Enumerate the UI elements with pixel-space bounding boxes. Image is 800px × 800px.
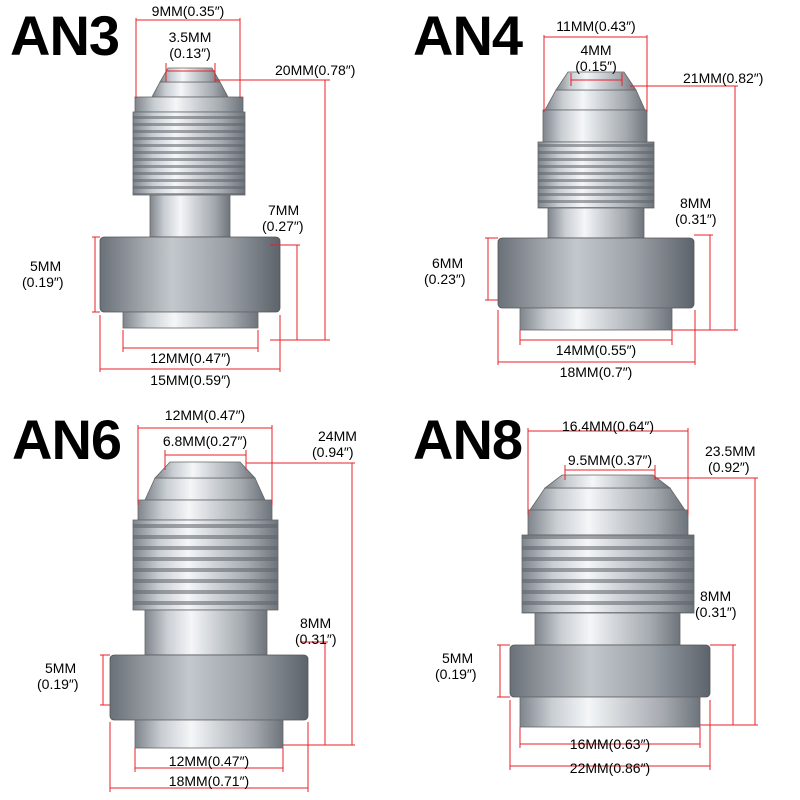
an4-flange-thickness-inch: (0.23″) xyxy=(424,271,466,287)
an3-tip-diameter-inch: (0.13″) xyxy=(169,45,211,61)
an3-lower-length: 7MM xyxy=(268,202,300,218)
an8-dimension-lines xyxy=(497,428,758,770)
an4-tip-diameter-inch: (0.15″) xyxy=(575,58,617,74)
an6-title: AN6 xyxy=(12,408,122,471)
an8-flange-diameter: 22MM(0.86″) xyxy=(569,760,651,776)
an6-flange-diameter: 18MM(0.71″) xyxy=(168,773,250,789)
an8-flange-thickness: 5MM xyxy=(442,650,474,666)
an3-flange-diameter: 15MM(0.59″) xyxy=(150,372,231,388)
an6-flange-thickness-inch: (0.19″) xyxy=(37,676,79,692)
an3-tip-diameter: 3.5MM xyxy=(168,29,212,45)
an3-overall-height: 20MM(0.78″) xyxy=(275,62,356,78)
an6-overall-height-inch: (0.94″) xyxy=(312,444,354,460)
an8-base-diameter: 16MM(0.63″) xyxy=(569,736,651,752)
an4-flange-diameter: 18MM(0.7″) xyxy=(559,364,633,380)
an3-fitting-illustration xyxy=(99,67,281,329)
an8-overall-height: 23.5MM xyxy=(705,443,756,459)
an3-flange-thickness: 5MM xyxy=(30,258,62,274)
an3-title: AN3 xyxy=(10,4,120,67)
an4-tip-diameter: 4MM xyxy=(580,42,612,58)
an8-lower-length-inch: (0.31″) xyxy=(695,604,737,620)
an6-flange-thickness: 5MM xyxy=(45,660,77,676)
an3-base-diameter: 12MM(0.47″) xyxy=(150,350,231,366)
an4-flange-thickness: 6MM xyxy=(432,255,464,271)
an6-overall-height: 24MM xyxy=(318,428,357,444)
an6-dimension-lines xyxy=(100,425,355,792)
an4-dimension-lines xyxy=(485,35,738,365)
an6-thread-diameter: 12MM(0.47″) xyxy=(164,407,246,423)
an6-lower-length-inch: (0.31″) xyxy=(295,631,337,647)
an8-overall-height-inch: (0.92″) xyxy=(708,459,750,475)
an4-thread-diameter: 11MM(0.43″) xyxy=(556,18,636,34)
an8-thread-diameter: 16.4MM(0.64″) xyxy=(561,418,655,434)
an3-flange-thickness-inch: (0.19″) xyxy=(22,274,64,290)
an8-title: AN8 xyxy=(413,408,523,471)
an4-overall-height: 21MM(0.82″) xyxy=(683,70,764,86)
an3-dimension-lines xyxy=(92,18,330,372)
an3-thread-diameter: 9MM(0.35″) xyxy=(151,3,225,19)
an4-lower-length-inch: (0.31″) xyxy=(675,211,717,227)
an8-flange-thickness-inch: (0.19″) xyxy=(435,666,477,682)
an4-lower-length: 8MM xyxy=(680,195,712,211)
an8-fitting-illustration xyxy=(509,474,711,728)
an6-fitting-illustration xyxy=(109,461,309,749)
an3-lower-length-inch: (0.27″) xyxy=(262,218,304,234)
an6-lower-length: 8MM xyxy=(300,615,332,631)
an6-tip-diameter: 6.8MM(0.27″) xyxy=(162,433,248,449)
an4-base-diameter: 14MM(0.55″) xyxy=(555,342,637,358)
an4-title: AN4 xyxy=(413,4,523,67)
an4-fitting-illustration xyxy=(497,71,695,331)
an8-lower-length: 8MM xyxy=(700,588,732,604)
an6-base-diameter: 12MM(0.47″) xyxy=(168,753,250,769)
an8-tip-diameter: 9.5MM(0.37″) xyxy=(567,452,653,468)
